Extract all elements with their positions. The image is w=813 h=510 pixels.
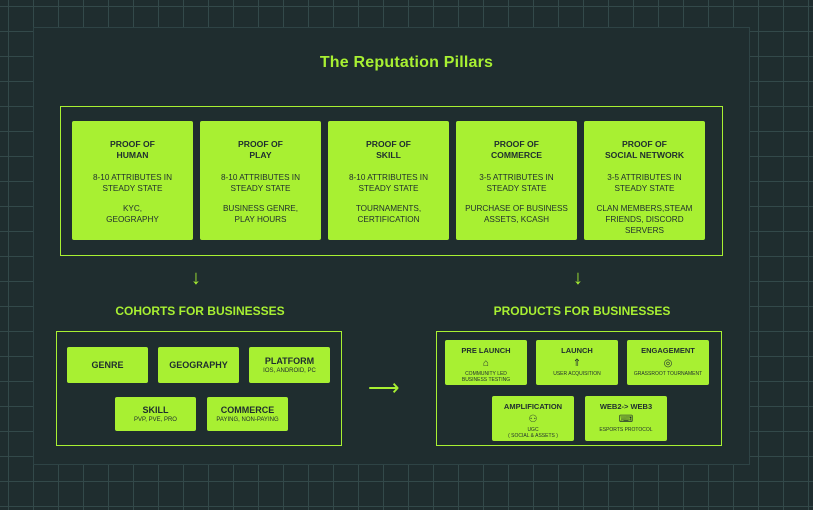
product-name: ENGAGEMENT [641, 346, 695, 355]
down-arrow-icon: ↓ [191, 267, 201, 289]
pillar-examples: BUSINESS GENRE, PLAY HOURS [222, 204, 299, 224]
pillar-heading: PROOF OF SKILL [366, 139, 411, 160]
cohorts-heading: COHORTS FOR BUSINESSES [115, 304, 285, 318]
pillar-attributes: 8-10 ATTRIBUTES IN STEADY STATE [348, 173, 428, 193]
cohort-name: COMMERCE [220, 405, 275, 415]
cohort-geography: GEOGRAPHY [158, 347, 239, 383]
cohort-sub: PVP, PVE, PRO [134, 417, 177, 423]
megaphone-icon: ⌂ [482, 358, 490, 369]
product-amplification: AMPLIFICATION ⚇ UGC ( SOCIAL & ASSETS ) [492, 396, 574, 441]
pillar-proof-of-social-network: PROOF OF SOCIAL NETWORK 3-5 ATTRIBUTES I… [584, 121, 705, 240]
pillar-heading: PROOF OF COMMERCE [490, 139, 543, 160]
rocket-icon: ⇑ [572, 358, 582, 369]
cohort-commerce: COMMERCE PAYING, NON-PAYING [207, 397, 288, 431]
cohort-sub: PAYING, NON-PAYING [216, 417, 279, 423]
product-name: WEB2-> WEB3 [599, 402, 653, 411]
cohort-platform: PLATFORM IOS, ANDROID, PC [249, 347, 330, 383]
cohort-name: GEOGRAPHY [169, 360, 228, 370]
target-icon: ◎ [663, 358, 673, 369]
pillar-examples: KYC, GEOGRAPHY [106, 204, 159, 224]
pillar-attributes: 3-5 ATTRIBUTES IN STEADY STATE [479, 173, 554, 193]
people-icon: ⚇ [528, 414, 538, 425]
pillar-proof-of-commerce: PROOF OF COMMERCE 3-5 ATTRIBUTES IN STEA… [456, 121, 577, 240]
gamepad-icon: ⌨ [618, 414, 634, 425]
products-frame [436, 331, 722, 446]
product-sub: COMMUNITY LED BUSINESS TESTING [461, 371, 511, 383]
cohort-skill: SKILL PVP, PVE, PRO [115, 397, 196, 431]
right-arrow-icon: ⟶ [368, 375, 400, 400]
cohort-name: PLATFORM [264, 356, 315, 366]
products-heading: PRODUCTS FOR BUSINESSES [493, 304, 671, 318]
product-pre-launch: PRE LAUNCH ⌂ COMMUNITY LED BUSINESS TEST… [445, 340, 527, 385]
product-web2-web3: WEB2-> WEB3 ⌨ ESPORTS PROTOCOL [585, 396, 667, 441]
product-name: AMPLIFICATION [503, 402, 563, 411]
pillar-attributes: 8-10 ATTRIBUTES IN STEADY STATE [92, 173, 172, 193]
pillar-examples: TOURNAMENTS, CERTIFICATION [355, 204, 422, 224]
pillar-proof-of-skill: PROOF OF SKILL 8-10 ATTRIBUTES IN STEADY… [328, 121, 449, 240]
cohort-sub: IOS, ANDROID, PC [263, 368, 316, 374]
pillar-heading: PROOF OF PLAY [238, 139, 283, 160]
product-name: LAUNCH [561, 346, 593, 355]
product-engagement: ENGAGEMENT ◎ GRASSROOT TOURNAMENT [627, 340, 709, 385]
cohort-name: SKILL [142, 405, 169, 415]
product-launch: LAUNCH ⇑ USER ACQUISITION [536, 340, 618, 385]
pillars-frame [60, 106, 723, 256]
cohorts-frame [56, 331, 342, 446]
pillar-heading: PROOF OF HUMAN [110, 139, 155, 160]
down-arrow-icon: ↓ [573, 267, 583, 289]
pillar-examples: PURCHASE OF BUSINESS ASSETS, KCASH [465, 204, 568, 224]
product-name: PRE LAUNCH [461, 346, 511, 355]
product-sub: USER ACQUISITION [553, 371, 601, 377]
product-sub: UGC ( SOCIAL & ASSETS ) [508, 427, 558, 439]
pillar-attributes: 3-5 ATTRIBUTES IN STEADY STATE [607, 173, 682, 193]
product-sub: ESPORTS PROTOCOL [599, 427, 653, 433]
cohort-genre: GENRE [67, 347, 148, 383]
pillar-proof-of-play: PROOF OF PLAY 8-10 ATTRIBUTES IN STEADY … [200, 121, 321, 240]
cohort-name: GENRE [91, 360, 124, 370]
pillar-examples: CLAN MEMBERS,STEAM FRIENDS, DISCORD SERV… [596, 204, 693, 235]
main-panel [33, 27, 750, 465]
product-sub: GRASSROOT TOURNAMENT [633, 371, 703, 377]
page-title: The Reputation Pillars [319, 54, 494, 71]
pillar-proof-of-human: PROOF OF HUMAN 8-10 ATTRIBUTES IN STEADY… [72, 121, 193, 240]
pillar-heading: PROOF OF SOCIAL NETWORK [604, 139, 685, 160]
pillar-attributes: 8-10 ATTRIBUTES IN STEADY STATE [220, 173, 300, 193]
